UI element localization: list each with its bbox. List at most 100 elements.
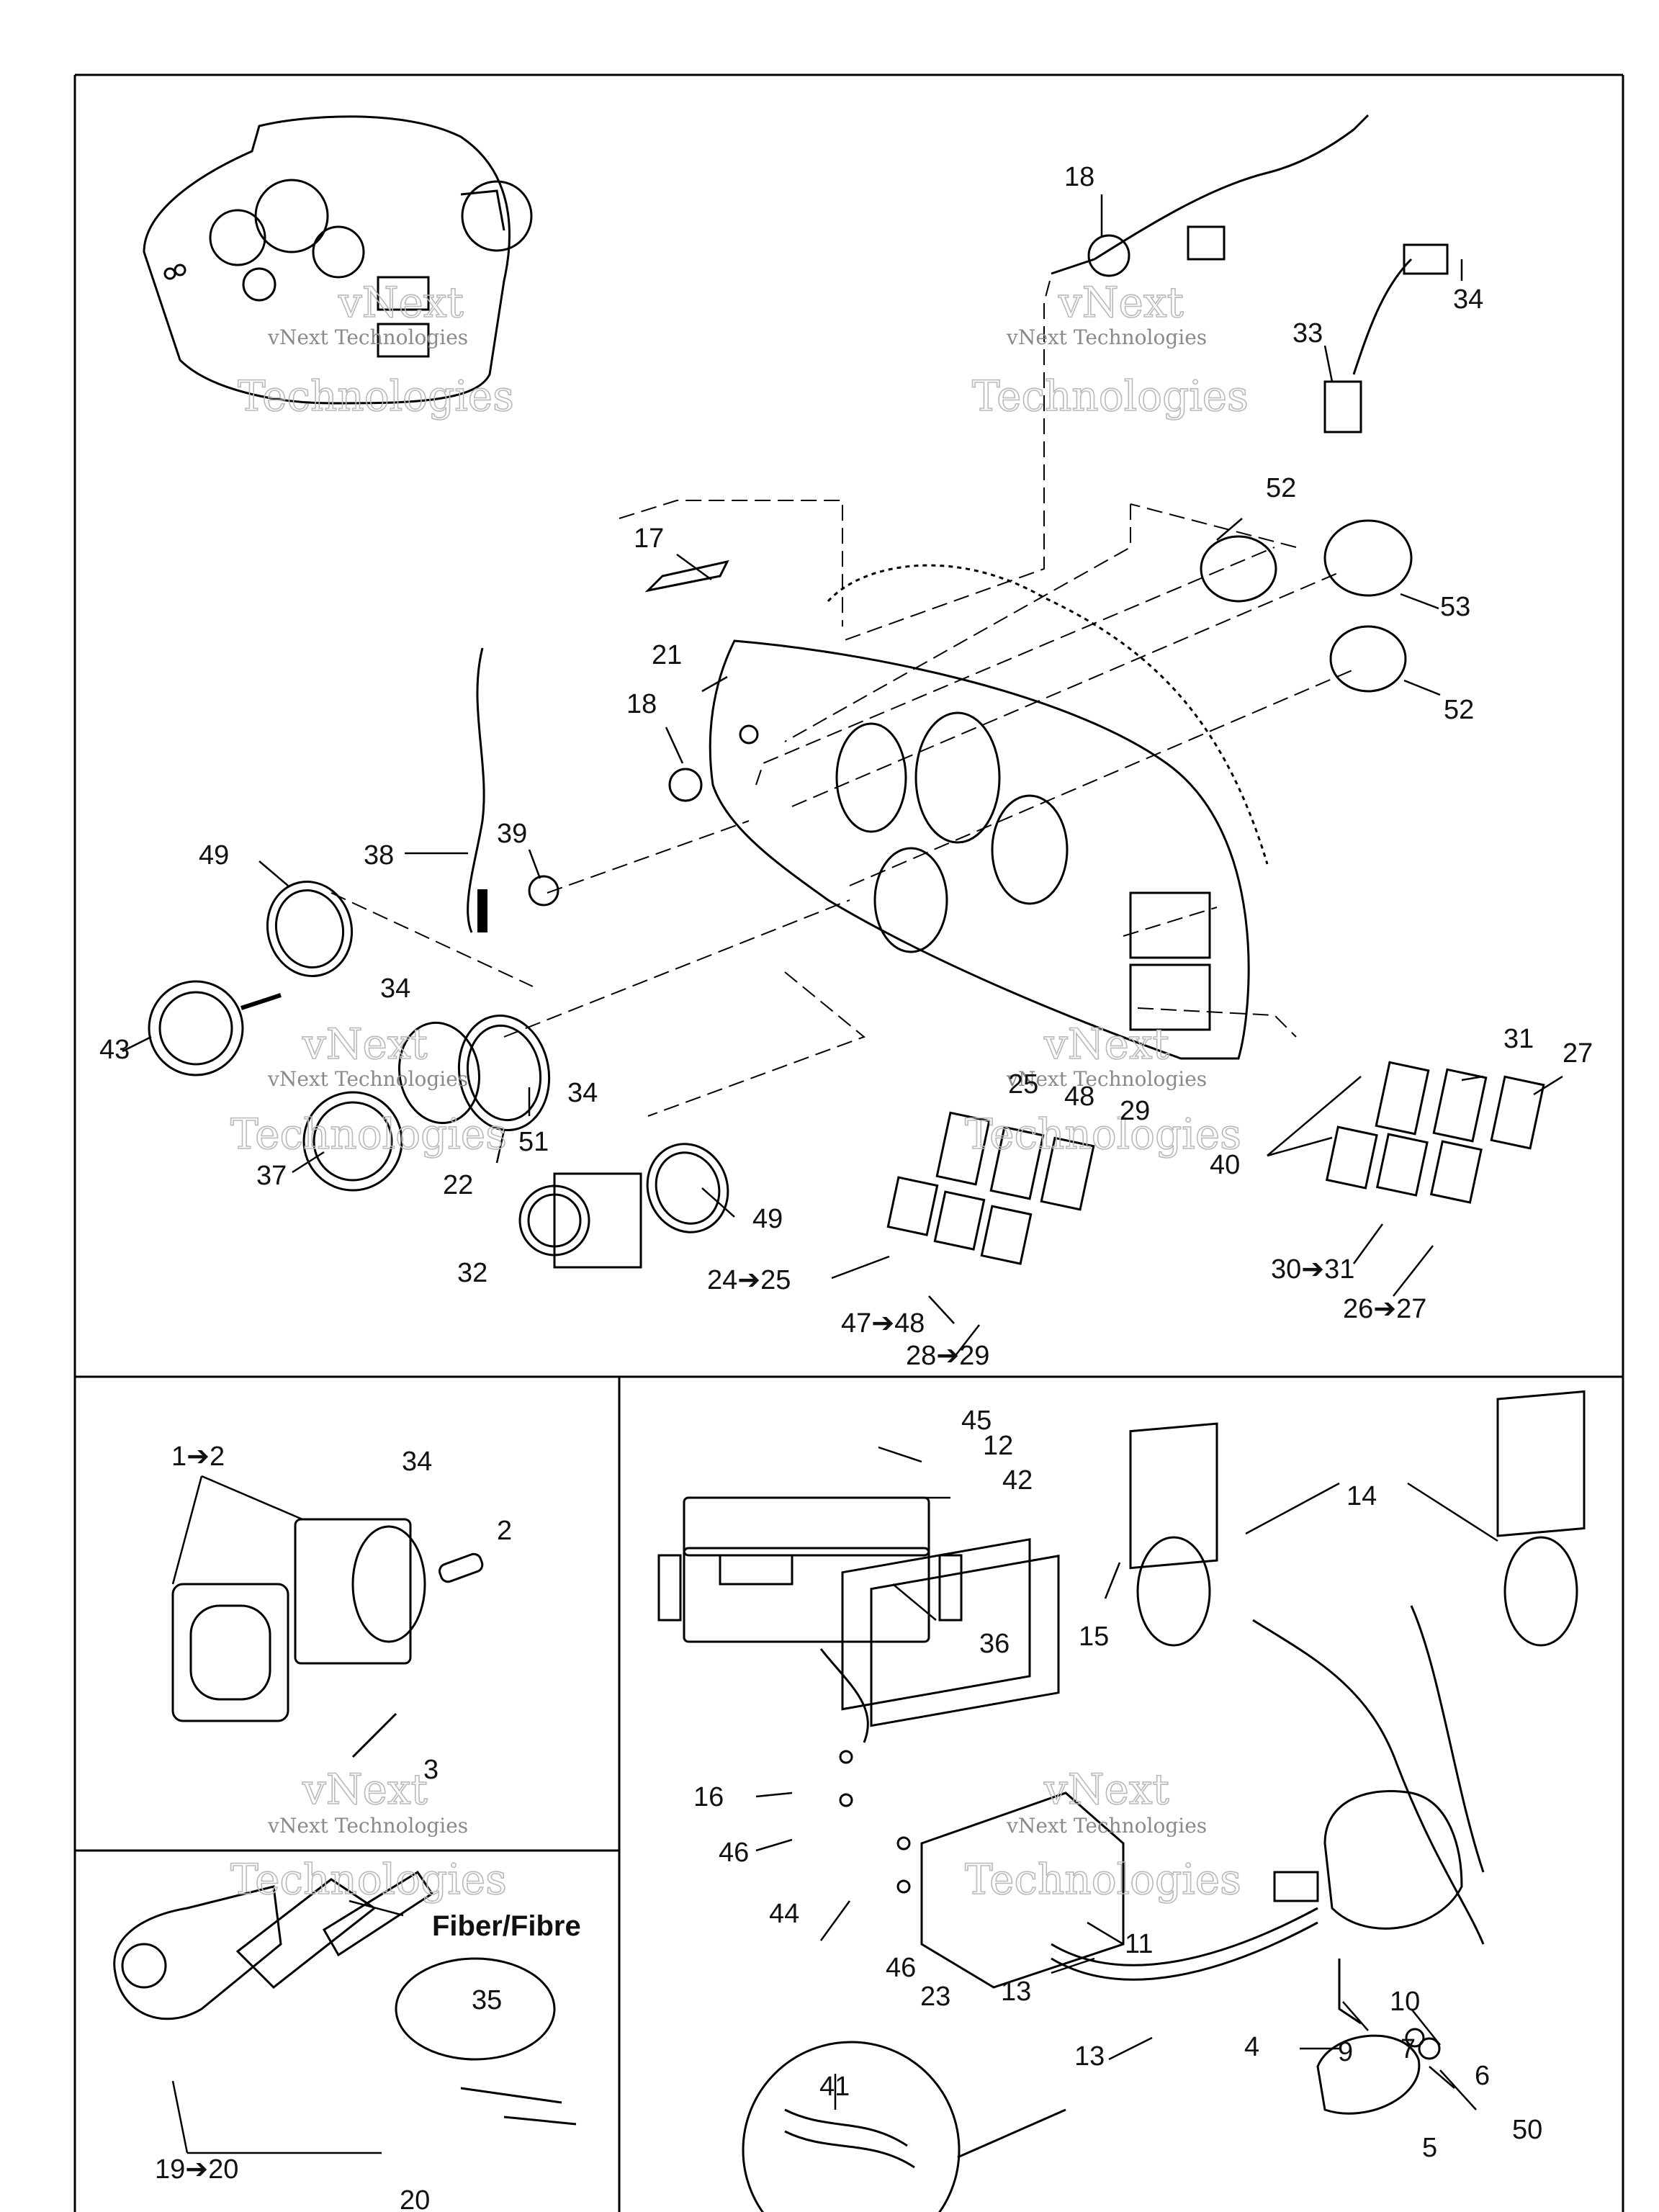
svg-text:vNext: vNext bbox=[302, 1765, 428, 1814]
callout-34-mid: 34 bbox=[567, 1078, 598, 1108]
callout-4: 4 bbox=[1244, 2032, 1259, 2062]
svg-text:vNext Technologies: vNext Technologies bbox=[1006, 1067, 1207, 1091]
svg-text:Technologies: Technologies bbox=[965, 1110, 1241, 1159]
watermark-2: vNext Technologies vNext Technologies bbox=[971, 277, 1249, 421]
svg-text:vNext: vNext bbox=[1058, 278, 1184, 327]
callout-5: 5 bbox=[1422, 2133, 1437, 2163]
callout-27: 27 bbox=[1563, 1038, 1593, 1069]
callout-fiber-fibre: Fiber/Fibre bbox=[432, 1910, 581, 1942]
callout-32: 32 bbox=[457, 1258, 487, 1288]
svg-text:Technologies: Technologies bbox=[238, 372, 514, 421]
svg-text:vNext: vNext bbox=[1043, 1765, 1169, 1814]
svg-text:Technologies: Technologies bbox=[230, 1855, 507, 1904]
callout-34-left: 34 bbox=[380, 974, 410, 1004]
callout-22: 22 bbox=[443, 1170, 473, 1200]
svg-text:vNext: vNext bbox=[338, 278, 464, 327]
callout-18-top: 18 bbox=[1064, 162, 1094, 192]
callout-37: 37 bbox=[256, 1161, 287, 1191]
watermark-4: vNext Technologies vNext Technologies bbox=[964, 1019, 1241, 1159]
callout-7: 7 bbox=[1401, 2034, 1416, 2064]
callout-labels: 18 34 33 52 17 53 21 18 52 49 38 39 34 4… bbox=[99, 162, 1593, 2212]
callout-10: 10 bbox=[1390, 1987, 1420, 2017]
watermark-3: vNext Technologies vNext Technologies bbox=[230, 1019, 507, 1159]
gauges-and-rings bbox=[148, 519, 1413, 1269]
callout-49-bottom: 49 bbox=[752, 1204, 783, 1234]
callout-40: 40 bbox=[1210, 1150, 1240, 1180]
svg-text:vNext Technologies: vNext Technologies bbox=[1006, 325, 1207, 349]
callout-2: 2 bbox=[497, 1516, 512, 1546]
callout-17: 17 bbox=[634, 523, 664, 554]
detail-41-magnifier bbox=[742, 2041, 1066, 2212]
callout-14: 14 bbox=[1346, 1481, 1377, 1511]
callout-1-2: 1➔2 bbox=[171, 1442, 225, 1472]
callout-21: 21 bbox=[652, 640, 682, 670]
callout-48: 48 bbox=[1064, 1082, 1094, 1112]
callout-23: 23 bbox=[920, 1982, 950, 2012]
panel-borders bbox=[73, 73, 1624, 2212]
svg-text:vNext Technologies: vNext Technologies bbox=[267, 1067, 468, 1091]
horn-assembly-19-20-35 bbox=[113, 1870, 577, 2126]
callout-43: 43 bbox=[99, 1035, 130, 1065]
callout-39: 39 bbox=[497, 819, 527, 849]
callout-19-20: 19➔20 bbox=[155, 2154, 238, 2185]
callout-25: 25 bbox=[1008, 1069, 1038, 1100]
callout-12: 12 bbox=[983, 1431, 1013, 1461]
dashboard-overview-illustration bbox=[143, 115, 533, 405]
callout-35: 35 bbox=[472, 1985, 502, 2015]
callout-26-27: 26➔27 bbox=[1343, 1294, 1426, 1324]
callout-53: 53 bbox=[1440, 592, 1470, 622]
callout-46-bottom: 46 bbox=[886, 1953, 916, 1983]
callout-13-upper: 13 bbox=[1001, 1977, 1031, 2007]
callout-42: 42 bbox=[1002, 1465, 1033, 1496]
callout-34-vent: 34 bbox=[402, 1447, 432, 1477]
callout-36: 36 bbox=[979, 1629, 1010, 1659]
speakers-14 bbox=[1129, 1390, 1586, 1945]
callout-29: 29 bbox=[1120, 1096, 1150, 1126]
callout-28-29: 28➔29 bbox=[906, 1341, 989, 1371]
callout-18-mid: 18 bbox=[626, 689, 657, 719]
callout-49-left: 49 bbox=[199, 840, 229, 871]
callout-16: 16 bbox=[693, 1782, 724, 1812]
callout-24-25: 24➔25 bbox=[707, 1265, 791, 1295]
callout-52-top: 52 bbox=[1266, 473, 1296, 503]
callout-38: 38 bbox=[364, 840, 394, 871]
svg-text:vNext Technologies: vNext Technologies bbox=[267, 325, 468, 349]
callout-leaders bbox=[122, 194, 1563, 2154]
callout-9: 9 bbox=[1338, 2037, 1353, 2067]
watermark-6: vNext Technologies vNext Technologies bbox=[964, 1764, 1241, 1905]
harness-lower bbox=[1051, 1790, 1463, 2115]
callout-30-31: 30➔31 bbox=[1271, 1254, 1354, 1285]
callout-50: 50 bbox=[1512, 2115, 1542, 2145]
callout-41: 41 bbox=[819, 2072, 850, 2102]
dash-panel-21 bbox=[709, 564, 1269, 1060]
harness-top bbox=[1051, 114, 1449, 433]
callout-33: 33 bbox=[1292, 318, 1323, 349]
svg-text:vNext Technologies: vNext Technologies bbox=[1006, 1814, 1207, 1838]
callout-51: 51 bbox=[518, 1127, 549, 1157]
svg-text:vNext: vNext bbox=[1043, 1020, 1169, 1069]
callout-47-48: 47➔48 bbox=[841, 1308, 925, 1339]
watermark-1: vNext Technologies vNext Technologies bbox=[237, 277, 514, 421]
callout-20: 20 bbox=[400, 2185, 430, 2212]
svg-text:vNext: vNext bbox=[302, 1020, 428, 1069]
callout-13-lower: 13 bbox=[1074, 2041, 1105, 2072]
callout-44: 44 bbox=[769, 1899, 799, 1929]
callout-31: 31 bbox=[1503, 1024, 1534, 1054]
callout-52-right: 52 bbox=[1444, 695, 1474, 725]
watermark-5: vNext Technologies vNext Technologies bbox=[230, 1764, 507, 1905]
callout-45: 45 bbox=[961, 1406, 992, 1436]
radio-assembly bbox=[657, 1496, 1125, 1989]
vent-assembly-1-2-3 bbox=[171, 1518, 484, 1758]
assembly-dashed-lines bbox=[331, 280, 1354, 1117]
callout-34-top: 34 bbox=[1453, 284, 1483, 315]
rocker-switches bbox=[886, 1061, 1545, 1265]
callout-6: 6 bbox=[1475, 2061, 1490, 2091]
svg-text:vNext Technologies: vNext Technologies bbox=[267, 1814, 468, 1838]
callout-15: 15 bbox=[1079, 1622, 1109, 1652]
callout-46-left: 46 bbox=[719, 1838, 749, 1868]
callout-3: 3 bbox=[423, 1755, 439, 1785]
svg-text:Technologies: Technologies bbox=[972, 372, 1249, 421]
svg-text:Technologies: Technologies bbox=[230, 1110, 507, 1159]
svg-text:Technologies: Technologies bbox=[965, 1855, 1241, 1904]
